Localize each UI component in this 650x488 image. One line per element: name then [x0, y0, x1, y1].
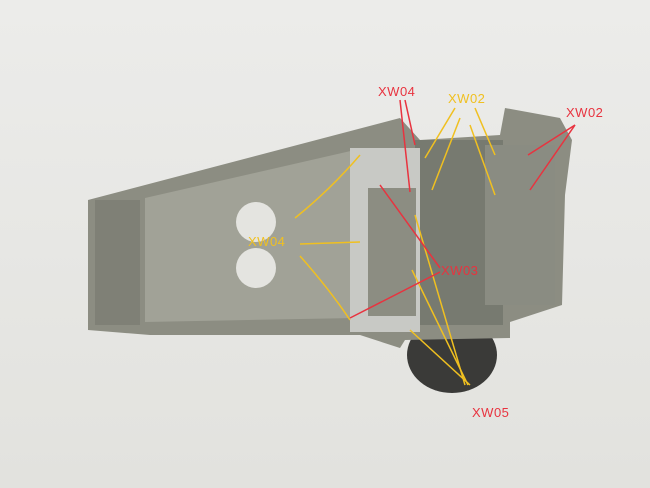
label-xw03-red: XW03 [441, 263, 479, 278]
label-xw04-red: XW04 [378, 84, 416, 99]
yellow-arrows [294, 107, 496, 386]
label-xw02-red: XW02 [566, 105, 604, 120]
disc [236, 248, 276, 288]
label-xw02-yellow: XW02 [448, 91, 486, 106]
frame-opening [368, 188, 416, 316]
disc [236, 202, 276, 242]
label-xw04-yellow: XW04 [248, 234, 286, 249]
label-xw05-red: XW05 [472, 405, 510, 420]
housing-left-panel [95, 200, 140, 325]
red-arrows [349, 99, 576, 319]
